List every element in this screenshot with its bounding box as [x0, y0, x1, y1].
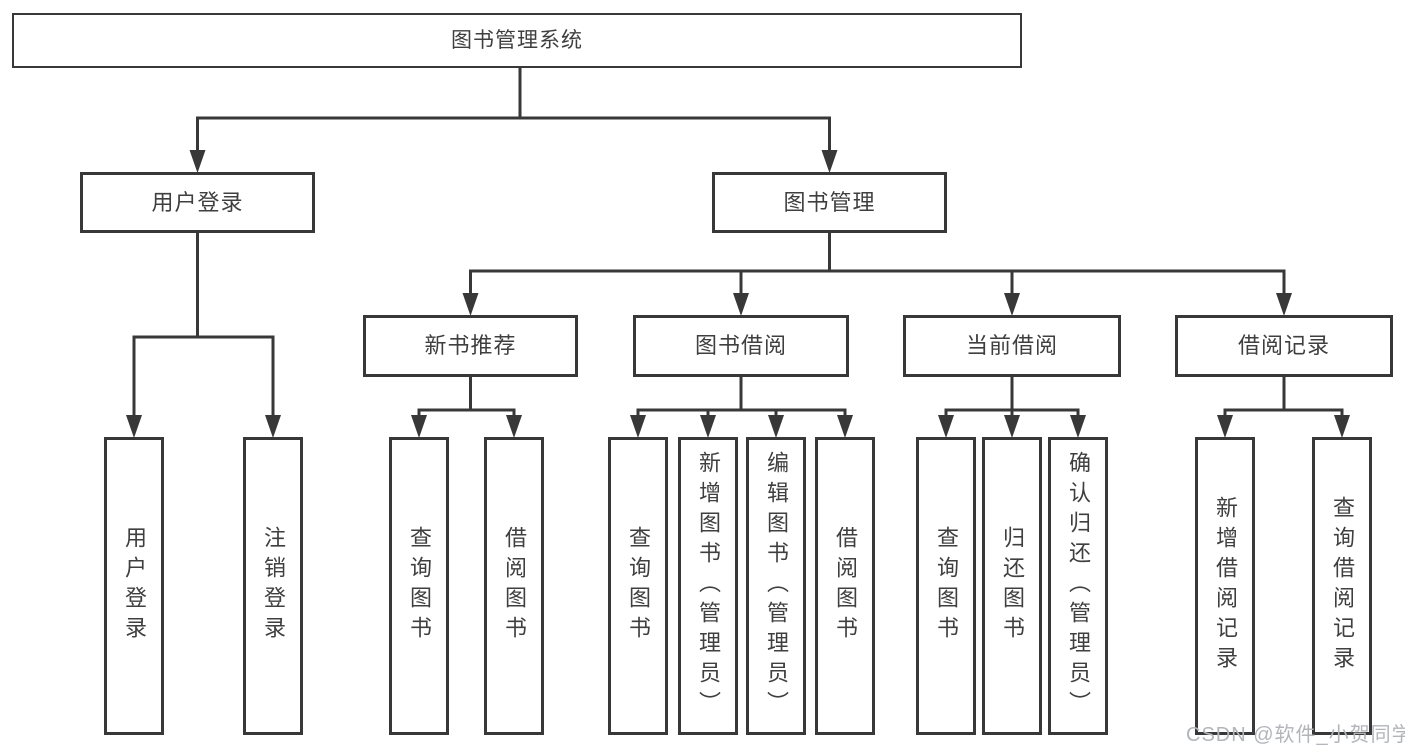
leaf-query-books-borrow: 查询图书 — [608, 437, 668, 735]
node-label: 注销登录 — [261, 526, 286, 646]
leaf-edit-books-admin: 编辑图书（管理员） — [746, 437, 806, 735]
arrowheads — [126, 150, 1350, 438]
node-borrowing-records: 借阅记录 — [1175, 315, 1393, 377]
leaf-add-borrow-record: 新增借阅记录 — [1195, 437, 1255, 735]
node-label: 编辑图书（管理员） — [764, 451, 789, 721]
leaf-borrow-books: 借阅图书 — [815, 437, 875, 735]
node-user-login: 用户登录 — [80, 172, 315, 233]
node-label: 查询图书 — [626, 526, 651, 646]
leaf-add-books-admin: 新增图书（管理员） — [678, 437, 738, 735]
leaf-logout: 注销登录 — [243, 437, 303, 735]
node-label: 新增借阅记录 — [1213, 496, 1238, 676]
node-label: 用户登录 — [122, 526, 147, 646]
node-label: 查询图书 — [407, 526, 432, 646]
node-label: 图书借阅 — [694, 333, 787, 358]
node-label: 查询图书 — [934, 526, 959, 646]
node-label: 查询借阅记录 — [1330, 496, 1355, 676]
leaf-borrow-books-recommend: 借阅图书 — [484, 437, 544, 735]
node-label: 借阅图书 — [833, 526, 858, 646]
node-label: 确认归还（管理员） — [1066, 451, 1091, 721]
leaf-query-books-recommend: 查询图书 — [389, 437, 449, 735]
leaf-return-books: 归还图书 — [982, 437, 1042, 735]
node-book-borrowing: 图书借阅 — [633, 315, 849, 377]
node-label: 新增图书（管理员） — [696, 451, 721, 721]
node-label: 借阅记录 — [1237, 333, 1330, 358]
node-label: 图书管理系统 — [451, 29, 583, 52]
leaf-confirm-return-admin: 确认归还（管理员） — [1048, 437, 1108, 735]
leaf-query-borrow-record: 查询借阅记录 — [1312, 437, 1372, 735]
node-label: 用户登录 — [151, 189, 244, 215]
node-current-borrowing: 当前借阅 — [903, 315, 1121, 377]
csdn-watermark: CSDN @软件_小贺同学 — [1186, 724, 1405, 746]
leaf-user-login: 用户登录 — [104, 437, 164, 735]
node-book-management: 图书管理 — [712, 172, 947, 233]
node-new-book-recommendation: 新书推荐 — [363, 315, 578, 377]
leaf-query-books-current: 查询图书 — [916, 437, 976, 735]
node-label: 当前借阅 — [965, 333, 1058, 358]
node-library-management-system: 图书管理系统 — [12, 13, 1022, 68]
node-label: 借阅图书 — [502, 526, 527, 646]
node-label: 归还图书 — [1000, 526, 1025, 646]
node-label: 新书推荐 — [424, 333, 517, 358]
node-label: 图书管理 — [783, 189, 876, 215]
